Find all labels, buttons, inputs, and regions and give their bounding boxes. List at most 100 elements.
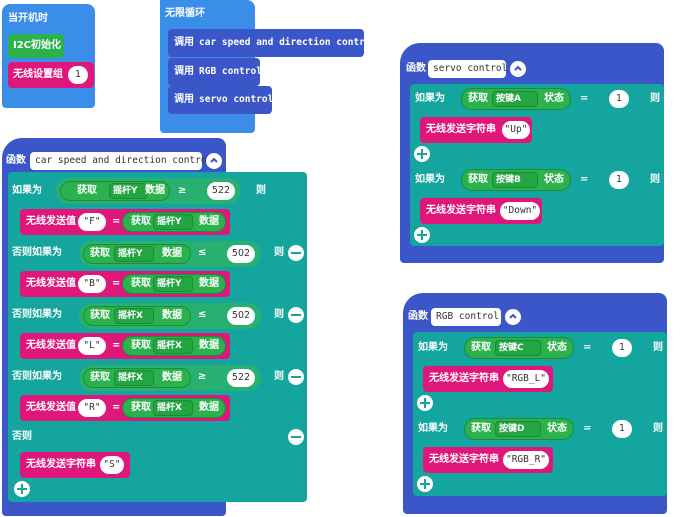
send-value-block-2[interactable]: 无线发送值 "B" = 获取 摇杆Y 数据 bbox=[20, 271, 230, 297]
then-label: 则 bbox=[274, 371, 284, 382]
stick-dropdown[interactable]: 摇杆X bbox=[114, 308, 154, 324]
then-label: 则 bbox=[650, 174, 660, 185]
send-value-block-4[interactable]: 无线发送值 "R" = 获取 摇杆X 数据 bbox=[20, 395, 230, 421]
send-string-block[interactable]: 无线发送字符串 "Up" bbox=[420, 117, 532, 143]
remove-branch-icon[interactable] bbox=[288, 429, 304, 445]
then-label: 则 bbox=[274, 309, 284, 320]
button-read[interactable]: 获取 按键B 状态 bbox=[461, 169, 571, 191]
call-servo-name: servo control bbox=[199, 94, 274, 105]
joystick-read-3[interactable]: 获取 摇杆X 数据 bbox=[83, 306, 191, 326]
eq-dropdown[interactable]: = bbox=[580, 174, 589, 185]
then-label: 则 bbox=[653, 423, 663, 434]
wireless-group-value[interactable]: 1 bbox=[68, 66, 88, 84]
elseif-label: 否则如果为 bbox=[12, 371, 62, 382]
joystick-read-2[interactable]: 获取 摇杆Y 数据 bbox=[83, 244, 191, 264]
op-dropdown[interactable]: ≥ bbox=[178, 185, 187, 196]
joystick-read-4[interactable]: 获取 摇杆X 数据 bbox=[83, 368, 191, 388]
wireless-group-block[interactable]: 无线设置组 1 bbox=[8, 62, 94, 88]
wireless-group-label: 无线设置组 bbox=[13, 69, 63, 80]
stick-dropdown[interactable]: 摇杆Y bbox=[114, 246, 154, 262]
call-rgb-name: RGB control bbox=[199, 66, 262, 77]
send-string-block[interactable]: 无线发送字符串 "Down" bbox=[420, 198, 542, 224]
remove-branch-icon[interactable] bbox=[288, 307, 304, 323]
send-string-block[interactable]: 无线发送字符串 "RGB_R" bbox=[423, 447, 553, 473]
if-label: 如果为 bbox=[415, 174, 445, 185]
if-label: 如果为 bbox=[418, 423, 448, 434]
call-rgb-block[interactable]: 调用 RGB control bbox=[168, 58, 262, 86]
function-label: 函数 bbox=[6, 155, 26, 166]
if-label: 如果为 bbox=[415, 93, 445, 104]
add-branch-icon[interactable] bbox=[14, 481, 30, 497]
eq-dropdown[interactable]: = bbox=[583, 342, 592, 353]
then-label: 则 bbox=[256, 185, 266, 196]
compare-value[interactable]: 1 bbox=[609, 90, 629, 108]
send-string-block[interactable]: 无线发送字符串 "S" bbox=[20, 452, 130, 478]
op-dropdown[interactable]: ≤ bbox=[198, 309, 207, 320]
stick-dropdown[interactable]: 摇杆Y bbox=[153, 276, 193, 292]
joystick-read[interactable]: 获取 摇杆Y 数据 bbox=[122, 212, 226, 232]
call-prefix: 调用 bbox=[174, 37, 194, 48]
data-label: 数据 bbox=[145, 185, 165, 196]
button-read[interactable]: 获取 按键A 状态 bbox=[461, 88, 571, 110]
joystick-read-1[interactable]: 获取 摇杆Y 数据 bbox=[60, 181, 170, 201]
function-name-field[interactable]: servo control bbox=[428, 60, 507, 78]
function-label: 函数 bbox=[406, 63, 426, 74]
joystick-read[interactable]: 获取 摇杆X 数据 bbox=[122, 336, 226, 356]
stick-dropdown[interactable]: 摇杆X bbox=[153, 338, 193, 354]
call-car-name: car speed and direction control bbox=[199, 37, 377, 48]
compare-value[interactable]: 1 bbox=[609, 171, 629, 189]
joystick-read[interactable]: 获取 摇杆X 数据 bbox=[122, 398, 226, 418]
op-dropdown[interactable]: ≤ bbox=[198, 247, 207, 258]
button-dropdown[interactable]: 按键C bbox=[495, 340, 541, 356]
threshold-value[interactable]: 522 bbox=[207, 182, 235, 200]
send-value-block-1[interactable]: 无线发送值 "F" = 获取 摇杆Y 数据 bbox=[20, 209, 230, 235]
button-dropdown[interactable]: 按键A bbox=[492, 91, 538, 107]
function-label: 函数 bbox=[408, 311, 428, 322]
send-value-block-3[interactable]: 无线发送值 "L" = 获取 摇杆X 数据 bbox=[20, 333, 230, 359]
stick-dropdown[interactable]: 摇杆Y bbox=[109, 183, 147, 199]
threshold-value[interactable]: 502 bbox=[227, 307, 255, 325]
function-name-field[interactable]: RGB control bbox=[431, 308, 501, 326]
button-dropdown[interactable]: 按键B bbox=[492, 172, 538, 188]
call-car-block[interactable]: 调用 car speed and direction control bbox=[168, 29, 376, 57]
threshold-value[interactable]: 522 bbox=[227, 369, 255, 387]
add-branch-icon[interactable] bbox=[417, 395, 433, 411]
eq-dropdown[interactable]: = bbox=[580, 93, 589, 104]
i2c-init-label: I2C初始化 bbox=[13, 40, 62, 51]
op-dropdown[interactable]: ≥ bbox=[198, 371, 207, 382]
button-read[interactable]: 获取 按键D 状态 bbox=[464, 418, 574, 440]
button-dropdown[interactable]: 按键D bbox=[495, 421, 541, 437]
joystick-read[interactable]: 获取 摇杆Y 数据 bbox=[122, 274, 226, 294]
forever-title: 无限循环 bbox=[165, 8, 205, 19]
else-label: 否则 bbox=[12, 431, 32, 442]
call-servo-block[interactable]: 调用 servo control bbox=[168, 86, 274, 114]
then-label: 则 bbox=[650, 93, 660, 104]
on-start-title: 当开机时 bbox=[8, 13, 48, 24]
compare-value[interactable]: 1 bbox=[612, 339, 632, 357]
stick-dropdown[interactable]: 摇杆Y bbox=[153, 214, 193, 230]
add-branch-icon[interactable] bbox=[414, 146, 430, 162]
get-label: 获取 bbox=[77, 185, 97, 196]
send-string-block[interactable]: 无线发送字符串 "RGB_L" bbox=[423, 366, 553, 392]
then-label: 则 bbox=[653, 342, 663, 353]
add-branch-icon[interactable] bbox=[417, 476, 433, 492]
button-read[interactable]: 获取 按键C 状态 bbox=[464, 337, 574, 359]
add-branch-icon[interactable] bbox=[414, 227, 430, 243]
remove-branch-icon[interactable] bbox=[288, 369, 304, 385]
if-label: 如果为 bbox=[12, 185, 42, 196]
remove-branch-icon[interactable] bbox=[288, 245, 304, 261]
collapse-icon[interactable] bbox=[206, 153, 222, 169]
collapse-icon[interactable] bbox=[505, 309, 521, 325]
i2c-init-block[interactable]: I2C初始化 bbox=[8, 34, 64, 58]
then-label: 则 bbox=[274, 247, 284, 258]
collapse-icon[interactable] bbox=[510, 61, 526, 77]
eq-dropdown[interactable]: = bbox=[583, 423, 592, 434]
stick-dropdown[interactable]: 摇杆X bbox=[114, 370, 154, 386]
send-key-string[interactable]: "F" bbox=[78, 213, 106, 231]
threshold-value[interactable]: 502 bbox=[227, 245, 255, 263]
stick-dropdown[interactable]: 摇杆X bbox=[153, 400, 193, 416]
if-label: 如果为 bbox=[418, 342, 448, 353]
elseif-label: 否则如果为 bbox=[12, 309, 62, 320]
compare-value[interactable]: 1 bbox=[612, 420, 632, 438]
function-name-field[interactable]: car speed and direction control bbox=[30, 152, 212, 170]
